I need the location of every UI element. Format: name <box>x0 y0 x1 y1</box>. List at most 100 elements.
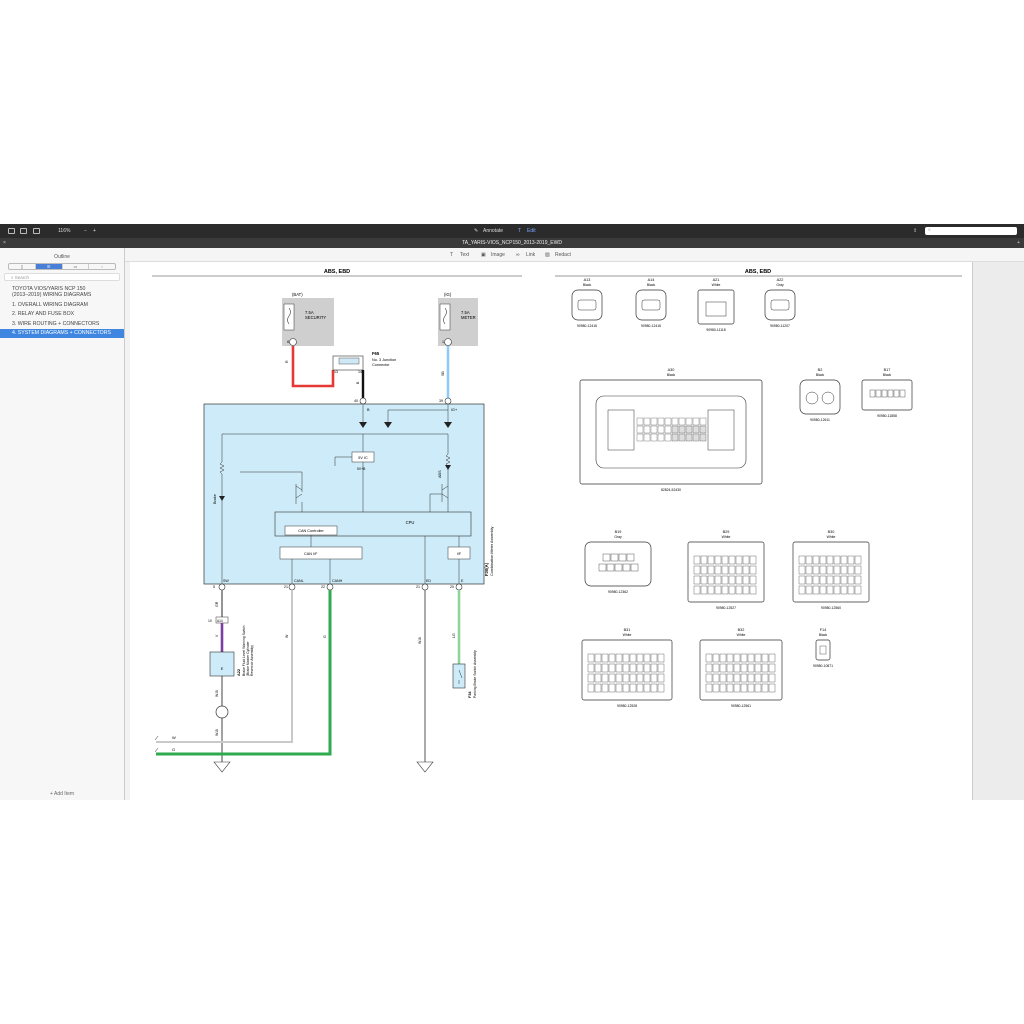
connector-pin <box>700 565 708 575</box>
zoom-in-button[interactable]: + <box>93 228 96 234</box>
switch-symbol <box>458 669 463 684</box>
connector-pin <box>747 663 755 673</box>
connector-pin <box>693 585 701 595</box>
new-tab-icon[interactable]: + <box>1017 240 1020 246</box>
annotate-tab[interactable]: Annotate <box>483 228 504 234</box>
connector-pin <box>714 575 722 585</box>
edit-tab[interactable]: Edit <box>527 228 536 234</box>
wire-red-label: R <box>285 360 289 363</box>
text-tool-icon: T <box>450 252 454 258</box>
ground-point <box>215 705 229 719</box>
connector-pin <box>705 653 713 663</box>
outline-item[interactable]: 3. WIRE ROUTING + CONNECTORS <box>12 320 100 327</box>
zoom-out-button[interactable]: − <box>84 228 87 234</box>
link-tool[interactable]: Link <box>526 252 536 258</box>
share-icon[interactable]: ⇪ <box>913 228 918 234</box>
pin-label-canh: CANH <box>332 579 343 583</box>
connector-color: White <box>712 283 721 287</box>
outline-item[interactable]: 1. OVERALL WIRING DIAGRAM <box>12 301 88 308</box>
top-toolbar: 116% − + ✎ Annotate T Edit ⇪ ⌕ <box>0 224 1024 238</box>
connector-color: White <box>737 633 746 637</box>
connector-pin <box>692 433 700 442</box>
sidebar-toggle-icon[interactable] <box>8 227 15 235</box>
connector-pin <box>754 653 762 663</box>
zoom-level[interactable]: 116% <box>58 228 71 234</box>
text-tool[interactable]: Text <box>460 252 470 258</box>
connector-part-number: 90980-12527 <box>716 606 736 610</box>
outline-item[interactable]: 2. RELAY AND FUSE BOX <box>12 311 75 317</box>
connector-pin <box>798 555 806 565</box>
title-bar: × TA_YARIS-VIOS_NCP150_2013-2019_EWD + <box>0 238 1024 248</box>
connector-pin <box>728 585 736 595</box>
wire-green-can <box>156 590 332 756</box>
connector-pin <box>719 683 727 693</box>
fuse-bat-pin: 8 <box>287 340 289 344</box>
connector-pin <box>833 555 841 565</box>
edit-tools-bar: T Text ▣ Image ∞ Link ▨ Redact <box>125 248 1024 262</box>
connector-pin <box>707 575 715 585</box>
connector-cavity <box>705 301 727 317</box>
close-icon[interactable]: × <box>3 240 6 246</box>
parking-sw-code: F34 <box>468 691 472 698</box>
image-tool[interactable]: Image <box>491 252 505 258</box>
sidebar-view-switcher: ▯ ☰ ▭ ▫ <box>8 263 116 270</box>
can-if-label: CAN I/F <box>304 552 318 556</box>
connector-part-number: 90980-11207 <box>770 324 790 328</box>
add-item-button[interactable]: + Add Item <box>49 791 75 797</box>
wire-lg-label: LG <box>452 633 456 638</box>
connector-pin <box>685 433 693 442</box>
redact-tool[interactable]: Redact <box>555 252 571 258</box>
connector-pin <box>712 663 720 673</box>
connector-pin <box>606 563 615 572</box>
5v-b-label: 5V+B <box>357 467 366 471</box>
cpu-connections <box>221 512 460 584</box>
terminal <box>288 583 296 591</box>
connector-pin <box>650 663 658 673</box>
connector-pin <box>587 663 595 673</box>
junction-body <box>338 357 360 365</box>
connector-pin <box>629 653 637 663</box>
connector-pin <box>754 683 762 693</box>
outline-item-selected[interactable]: 4. SYSTEM DIAGRAMS + CONNECTORS <box>0 328 124 338</box>
connector-pin <box>728 565 736 575</box>
outline-tab-icon[interactable]: ☰ <box>35 264 63 269</box>
annotation-tab-icon[interactable]: ▭ <box>63 264 90 269</box>
connector-pin <box>636 683 644 693</box>
connector-housing <box>799 379 841 415</box>
outline-item[interactable]: (2013–2019) WIRING DIAGRAMS <box>12 292 92 298</box>
grid-view-icon[interactable] <box>20 227 27 235</box>
bookmark-tab-icon[interactable]: ▯ <box>9 264 36 269</box>
connector-color: White <box>827 535 836 539</box>
junction-pin-a: 13 <box>334 370 338 374</box>
brake-led <box>219 496 225 501</box>
connector-pin <box>761 683 769 693</box>
page-view-icon[interactable] <box>33 227 40 235</box>
connector-pin <box>615 653 623 663</box>
fuse-ig-element <box>443 307 447 325</box>
connector-pin <box>747 683 755 693</box>
abs-led <box>445 465 451 470</box>
connector-part-number: 90980-12416 <box>577 324 597 328</box>
outline-list: TOYOTA VIOS/YARIS NCP 150 (2013–2019) WI… <box>0 284 124 338</box>
text-edit-icon: T <box>518 228 522 234</box>
page-tab-icon[interactable]: ▫ <box>101 264 103 269</box>
connector-code: B19 <box>615 530 622 534</box>
search-input[interactable]: ⌕ <box>925 227 1017 235</box>
connector-pin <box>768 663 776 673</box>
if-label: I/F <box>457 552 462 556</box>
outline-search-input[interactable]: ⌕ Search <box>4 273 120 281</box>
pin-label-e: E <box>461 579 464 583</box>
connector-pin <box>598 563 607 572</box>
connector-color: White <box>623 633 632 637</box>
terminal <box>444 397 452 405</box>
connector-pin <box>643 673 651 683</box>
connector-pin <box>812 555 820 565</box>
connector-pin <box>608 683 616 693</box>
outline-item[interactable]: TOYOTA VIOS/YARIS NCP 150 <box>12 285 86 292</box>
connector-pin <box>699 425 707 434</box>
connector-pin <box>726 683 734 693</box>
connector-pin <box>636 433 644 442</box>
connector-color: Black <box>667 373 676 377</box>
fuse-bat-label: SECURITY <box>305 315 326 320</box>
connector-pin <box>622 683 630 693</box>
